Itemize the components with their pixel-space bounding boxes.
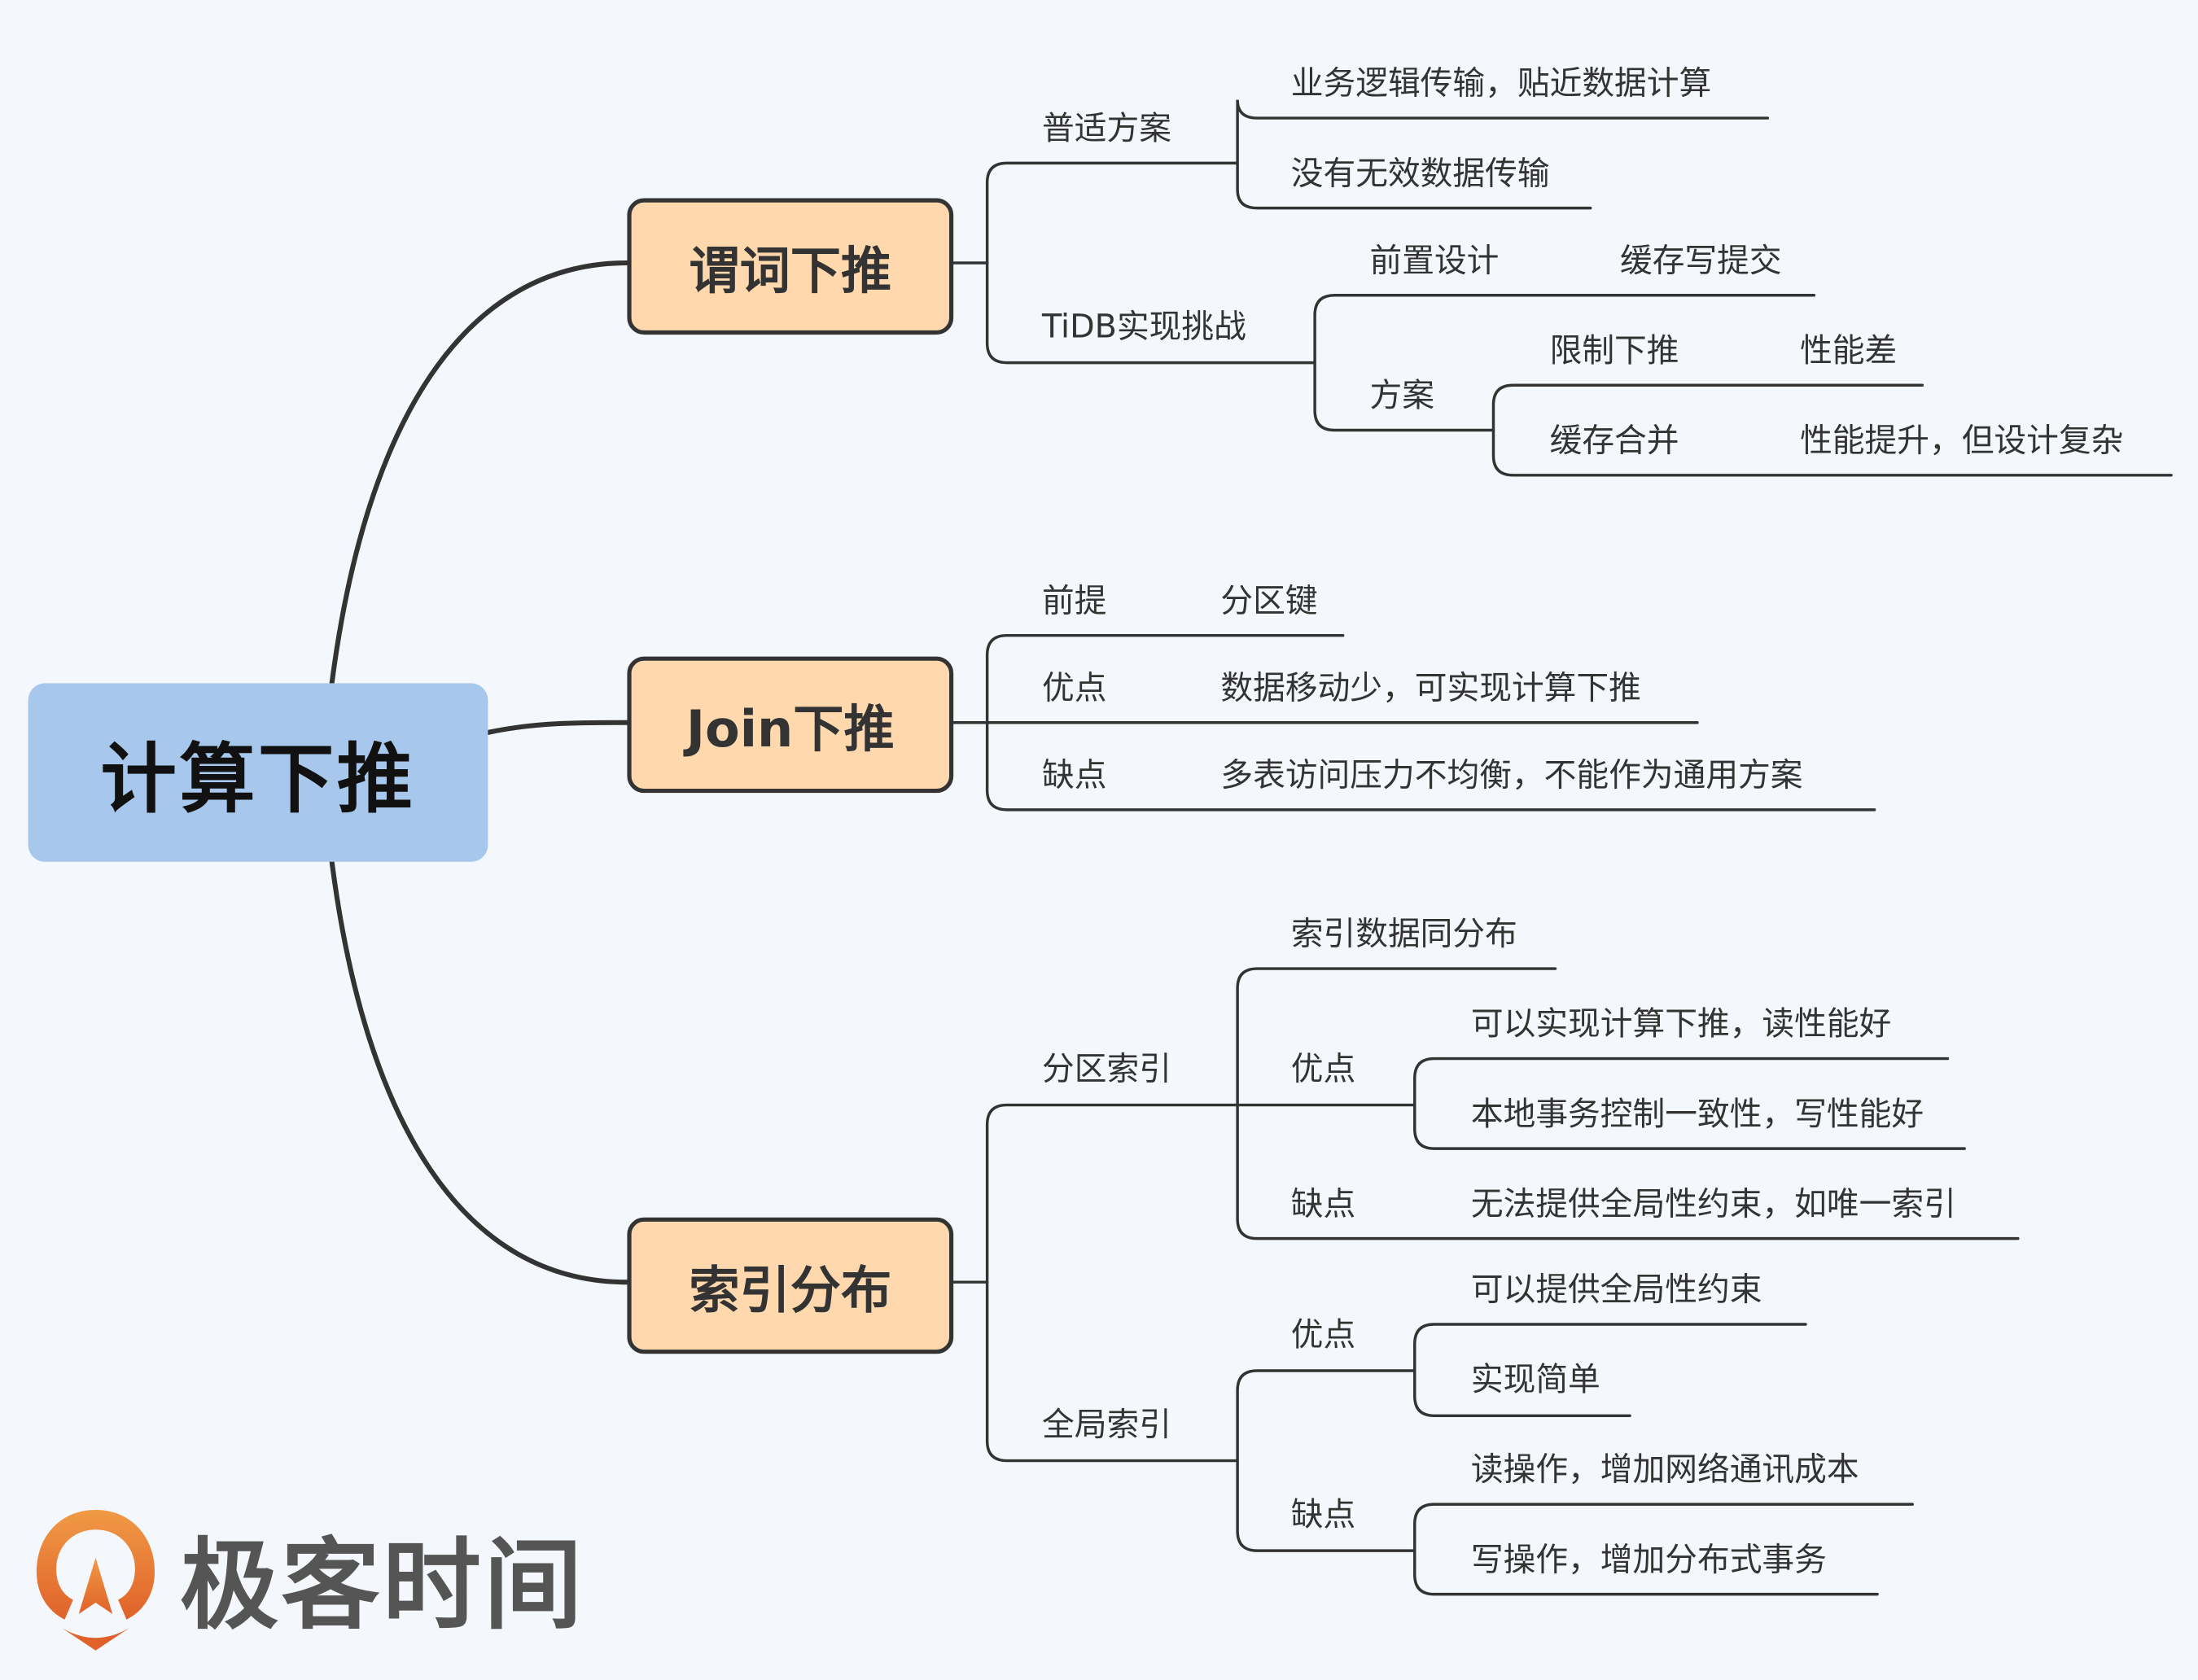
geektime-logo-text: 极客时间 — [180, 1527, 585, 1643]
node-leaf[interactable]: 没有无效数据传输 — [1290, 155, 1550, 193]
node-pros[interactable]: 优点 — [1290, 1317, 1356, 1354]
connector-root-predicate — [329, 260, 630, 686]
node-leaf[interactable]: 本地事务控制一致性，写性能好 — [1470, 1096, 1924, 1134]
underline-puxi — [1236, 99, 1770, 210]
connector-root-join — [485, 720, 630, 735]
node-leaf[interactable]: 可以实现计算下推，读性能好 — [1470, 1006, 1892, 1043]
node-leaf[interactable]: 读操作，增加网络通讯成本 — [1470, 1452, 1859, 1490]
node-global-index[interactable]: 全局索引 — [1042, 1407, 1171, 1444]
node-leaf[interactable]: 分区键 — [1220, 583, 1318, 620]
node-leaf[interactable]: 实现简单 — [1470, 1362, 1600, 1399]
node-general-solution[interactable]: 普适方案 — [1042, 111, 1171, 148]
connector-global — [1236, 1369, 1416, 1552]
connector-partition-pros — [1413, 1057, 1966, 1150]
node-leaf[interactable]: 性能提升，但设计复杂 — [1800, 422, 2124, 460]
node-premise[interactable]: 前提 — [1042, 583, 1107, 620]
node-limit-pushdown[interactable]: 限制下推 — [1549, 333, 1679, 370]
node-cons[interactable]: 缺点 — [1042, 757, 1107, 794]
node-predesign[interactable]: 前置设计 — [1369, 243, 1500, 280]
topic-join-pushdown[interactable]: Join下推 — [627, 656, 954, 794]
underline-tidb — [1313, 293, 1816, 432]
node-leaf[interactable]: 缓存写提交 — [1619, 243, 1782, 280]
node-leaf[interactable]: 业务逻辑传输，贴近数据计算 — [1290, 66, 1712, 103]
node-leaf[interactable]: 索引数据同分布 — [1290, 917, 1517, 954]
underline-fangan — [1491, 383, 2173, 477]
connector-join-branches — [985, 633, 1876, 812]
node-cons[interactable]: 缺点 — [1290, 1186, 1356, 1223]
connector-index-branches — [985, 1103, 1239, 1463]
node-leaf[interactable]: 无法提供全局性约束，如唯一索引 — [1470, 1186, 1956, 1223]
node-leaf[interactable]: 数据移动少，可实现计算下推 — [1220, 670, 1641, 707]
node-cons[interactable]: 缺点 — [1290, 1497, 1356, 1534]
node-tidb-challenge[interactable]: TiDB实现挑战 — [1042, 308, 1246, 346]
node-pros[interactable]: 优点 — [1042, 670, 1107, 707]
geektime-logo-icon — [36, 1510, 155, 1651]
geektime-logo: 极客时间 — [31, 1502, 585, 1654]
node-leaf[interactable]: 多表访问压力不均衡，不能作为通用方案 — [1220, 757, 1803, 794]
connector-global-cons — [1413, 1503, 1914, 1596]
node-partition-index[interactable]: 分区索引 — [1042, 1051, 1171, 1088]
node-leaf[interactable]: 可以提供全局性约束 — [1470, 1272, 1762, 1310]
node-pros[interactable]: 优点 — [1290, 1051, 1356, 1088]
topic-predicate-pushdown[interactable]: 谓词下推 — [627, 198, 954, 335]
node-cache-merge[interactable]: 缓存合并 — [1549, 422, 1679, 460]
connector-partition — [1236, 967, 2020, 1240]
root-node[interactable]: 计算下推 — [28, 683, 488, 862]
node-leaf[interactable]: 性能差 — [1800, 333, 1898, 370]
connector-root-index — [329, 859, 630, 1285]
connector-global-pros — [1413, 1323, 1807, 1418]
node-solution[interactable]: 方案 — [1369, 378, 1434, 415]
topic-index-distribution[interactable]: 索引分布 — [627, 1217, 954, 1354]
node-leaf[interactable]: 写操作，增加分布式事务 — [1470, 1542, 1827, 1579]
connector-predicate-branches — [985, 161, 1316, 365]
